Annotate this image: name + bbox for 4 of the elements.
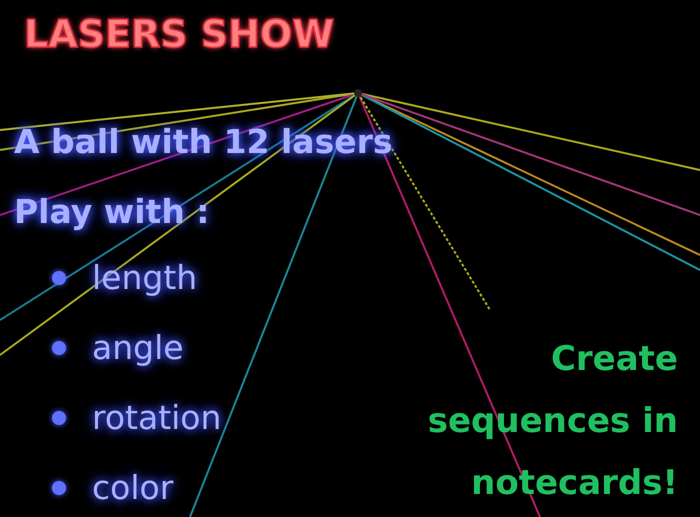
list-item: rotation xyxy=(92,398,222,437)
list-item: color xyxy=(92,468,174,507)
list-item: angle xyxy=(92,328,184,367)
title: LASERS SHOW xyxy=(24,12,334,56)
